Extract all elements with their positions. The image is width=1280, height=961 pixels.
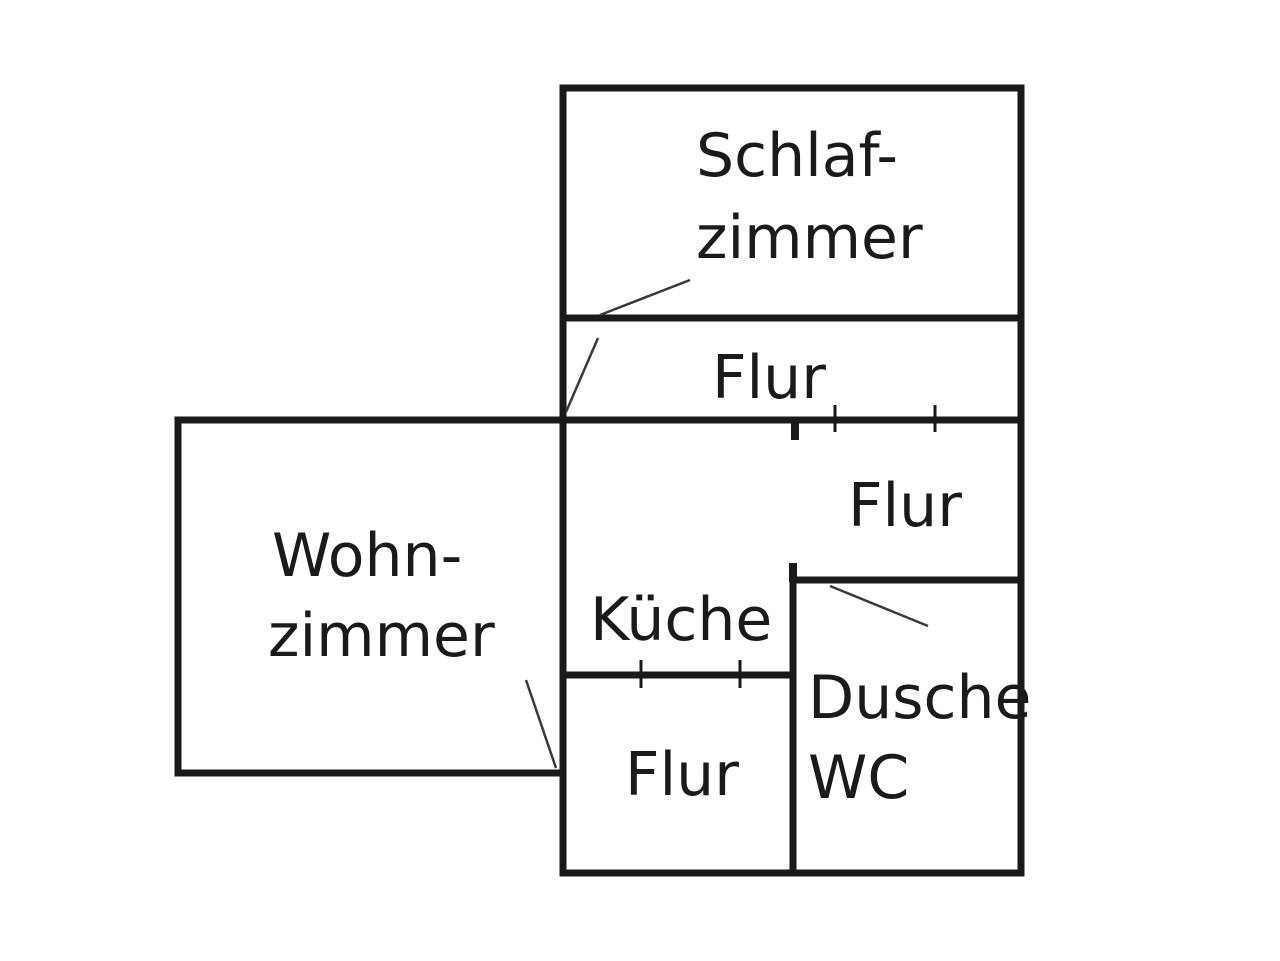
door-markers (639, 405, 937, 688)
walls (174, 84, 1025, 877)
door-swing-flur-top (564, 337, 600, 413)
wohnzimmer-outline (174, 416, 567, 777)
label-dusche: Dusche (808, 663, 1031, 733)
label-wc: WC (808, 743, 909, 813)
door-swing-wohnzimmer (524, 679, 558, 769)
door-swing-schlafzimmer (599, 278, 691, 317)
label-wohnzimmer-line2: zimmer (268, 601, 495, 671)
room-labels: Schlaf- zimmer Flur Flur Wohn- zimmer Kü… (268, 121, 1031, 813)
label-flur-bottom: Flur (625, 740, 739, 810)
label-kueche: Küche (590, 585, 772, 655)
label-flur-top: Flur (712, 343, 826, 413)
right-block-outline (559, 84, 1025, 877)
label-schlafzimmer-line1: Schlaf- (696, 121, 898, 191)
label-wohnzimmer-line1: Wohn- (272, 521, 462, 591)
label-schlafzimmer-line2: zimmer (696, 203, 923, 273)
door-swing-dusche (829, 584, 929, 628)
door-swings (524, 278, 929, 769)
label-flur-middle: Flur (848, 471, 962, 541)
